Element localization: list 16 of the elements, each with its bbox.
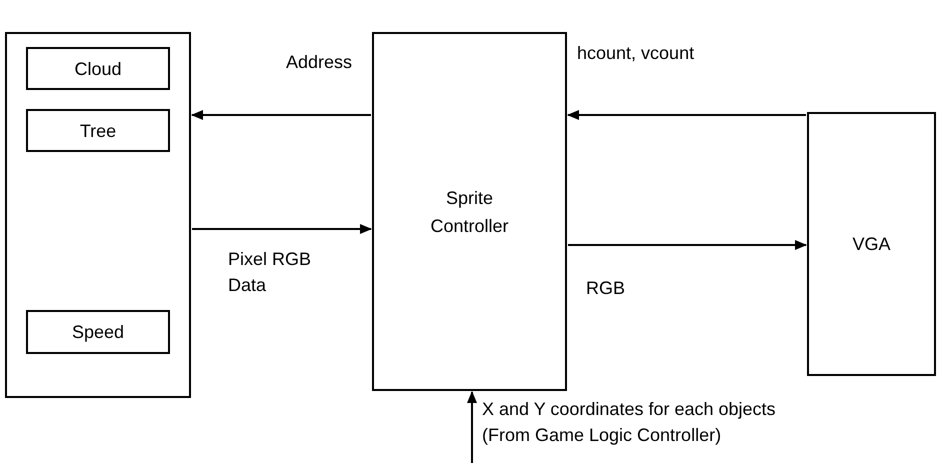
block-box: [26, 109, 170, 152]
block-box: [372, 32, 567, 391]
block-box: [26, 310, 170, 354]
arrow: [567, 110, 806, 120]
arrow: [467, 391, 477, 463]
block-box: [26, 47, 170, 90]
arrow: [192, 224, 372, 234]
node-label: Cloud: [73, 58, 123, 80]
node-label: Speed: [70, 321, 126, 344]
node-label: VGA: [851, 233, 892, 256]
arrow: [568, 240, 807, 250]
block-box: [807, 112, 936, 376]
node-label: Tree: [78, 120, 118, 142]
container-box: [5, 32, 191, 398]
node-label: Sprite Controller: [429, 186, 510, 238]
arrow: [191, 110, 371, 120]
